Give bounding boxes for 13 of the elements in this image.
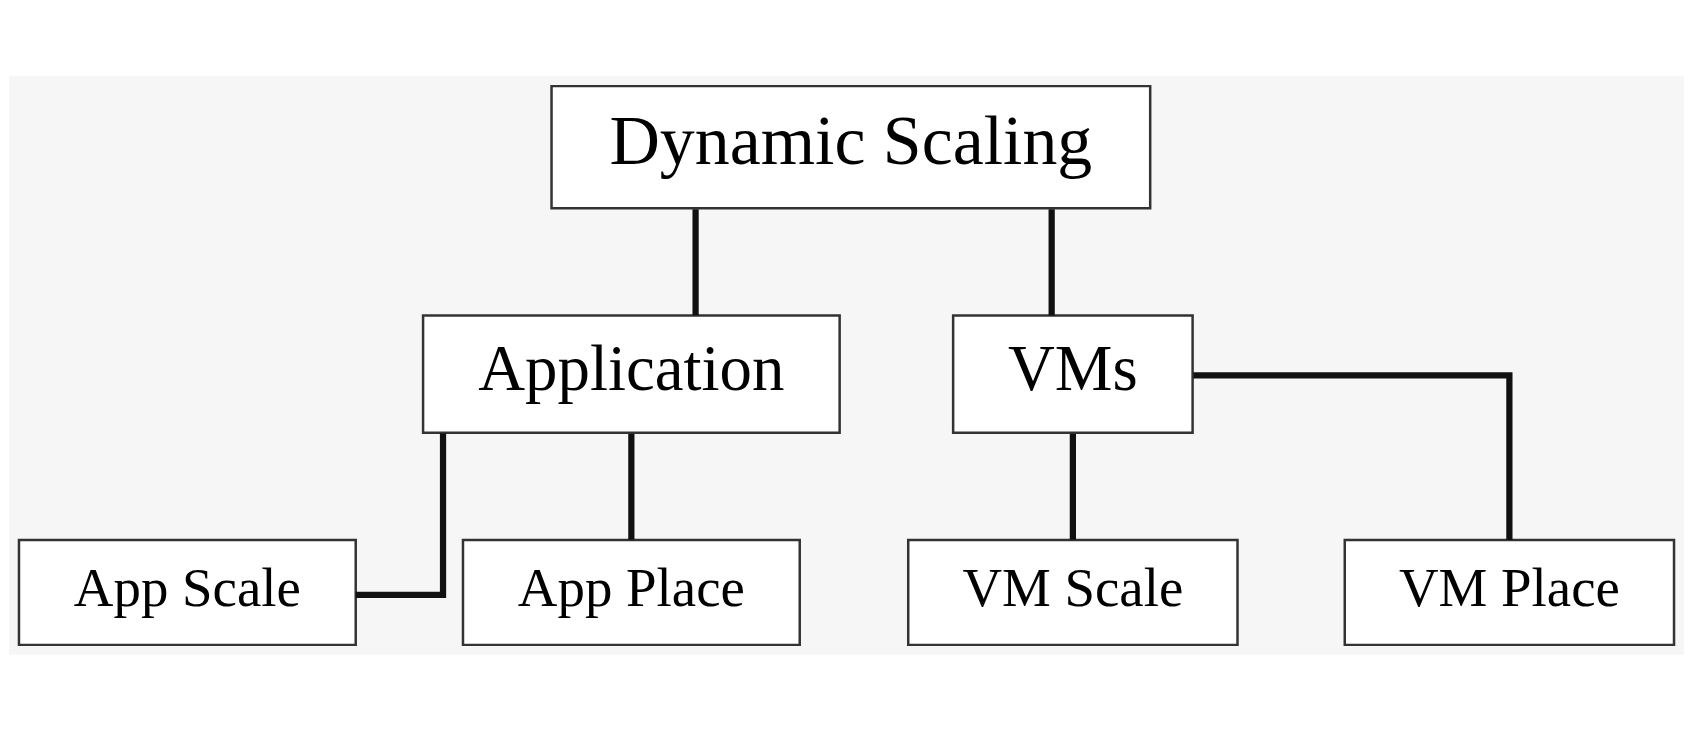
connector	[1192, 372, 1512, 540]
connector	[691, 209, 699, 316]
node-box: Dynamic Scaling	[549, 84, 1151, 210]
connector	[355, 433, 446, 599]
node-box: Application	[421, 314, 841, 435]
node-box: VM Place	[1343, 538, 1675, 647]
node-box: App Place	[461, 538, 801, 647]
node-box: App Scale	[17, 538, 357, 647]
node-box: VM Scale	[906, 538, 1239, 647]
connector	[1048, 209, 1055, 316]
connector	[1069, 433, 1076, 540]
node-box: VMs	[951, 314, 1194, 435]
connector	[627, 433, 634, 540]
